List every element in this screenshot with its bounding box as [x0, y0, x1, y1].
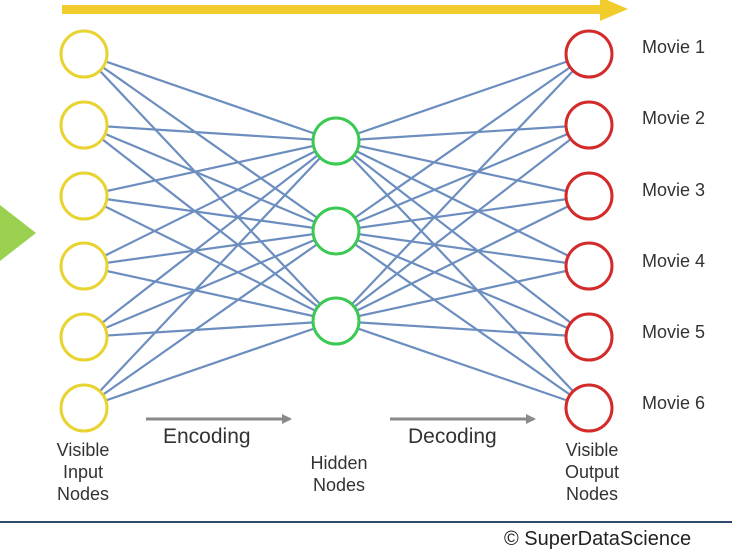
- hidden-node-1: [311, 116, 361, 166]
- hidden-nodes-caption: Hidden Nodes: [310, 453, 368, 495]
- output-node-6: [564, 383, 614, 433]
- edge-input-5-hidden-2: [83, 229, 337, 339]
- edge-input-1-hidden-2: [83, 53, 337, 232]
- edge-input-3-hidden-2: [83, 194, 337, 233]
- edge-input-6-hidden-3: [83, 319, 337, 410]
- edge-input-5-hidden-1: [83, 140, 337, 338]
- copyright-text: © SuperDataScience: [504, 528, 692, 550]
- encoding-label: Encoding: [163, 425, 251, 448]
- input-node-4: [59, 241, 109, 291]
- edge-hidden-1-output-2: [335, 123, 590, 143]
- output-node-2: [564, 100, 614, 150]
- edge-hidden-2-output-4: [335, 229, 590, 268]
- edge-hidden-2-output-5: [335, 229, 590, 339]
- edge-input-3-hidden-1: [83, 139, 337, 198]
- edge-input-1-hidden-3: [83, 53, 337, 322]
- movie-label-1: Movie 1: [642, 37, 706, 57]
- edge-hidden-1-output-3: [335, 139, 590, 198]
- edge-hidden-2-output-2: [335, 123, 590, 233]
- output-node-4: [564, 241, 614, 291]
- edge-input-6-hidden-1: [83, 140, 337, 409]
- input-nodes-caption: Visible Input Nodes: [56, 440, 110, 504]
- decoding-label: Decoding: [408, 425, 497, 448]
- side-play-arrow: [0, 205, 36, 261]
- movie-label-5: Movie 5: [642, 322, 706, 342]
- edge-hidden-3-output-2: [335, 124, 590, 322]
- edge-hidden-1-output-1: [335, 52, 590, 143]
- edge-hidden-3-output-3: [335, 195, 590, 322]
- output-node-1: [564, 29, 614, 79]
- edge-hidden-3-output-1: [335, 53, 590, 322]
- movie-label-4: Movie 4: [642, 251, 706, 271]
- movie-label-2: Movie 2: [642, 108, 706, 128]
- movie-label-6: Movie 6: [642, 393, 706, 413]
- edge-input-2-hidden-3: [83, 124, 337, 322]
- edge-input-2-hidden-1: [83, 123, 337, 143]
- edge-input-5-hidden-3: [83, 319, 337, 339]
- edge-input-1-hidden-1: [83, 52, 337, 143]
- input-node-2: [59, 100, 109, 150]
- edge-hidden-3-output-4: [335, 264, 590, 323]
- top-flow-arrow-shaft: [62, 5, 608, 14]
- output-nodes-caption: Visible Output Nodes: [564, 440, 620, 504]
- input-node-5: [59, 312, 109, 362]
- edge-hidden-2-output-6: [335, 230, 590, 409]
- connection-lines: [83, 52, 590, 410]
- input-node-3: [59, 171, 109, 221]
- edge-input-2-hidden-2: [83, 123, 337, 233]
- hidden-node-3: [311, 296, 361, 346]
- edge-hidden-3-output-6: [335, 319, 590, 410]
- edge-hidden-2-output-3: [335, 194, 590, 233]
- movie-label-3: Movie 3: [642, 180, 706, 200]
- output-node-3: [564, 171, 614, 221]
- network-nodes: [59, 29, 614, 433]
- edge-input-3-hidden-3: [83, 195, 337, 322]
- edge-hidden-1-output-5: [335, 140, 590, 338]
- edge-hidden-2-output-1: [335, 53, 590, 232]
- hidden-node-2: [311, 206, 361, 256]
- output-node-5: [564, 312, 614, 362]
- edge-input-6-hidden-2: [83, 230, 337, 409]
- top-flow-arrow-head: [600, 0, 628, 21]
- edge-input-4-hidden-1: [83, 140, 337, 267]
- input-node-6: [59, 383, 109, 433]
- input-node-1: [59, 29, 109, 79]
- edge-input-4-hidden-3: [83, 264, 337, 323]
- edge-hidden-3-output-5: [335, 319, 590, 339]
- edge-input-4-hidden-2: [83, 229, 337, 268]
- edge-hidden-1-output-4: [335, 140, 590, 267]
- edge-hidden-1-output-6: [335, 140, 590, 409]
